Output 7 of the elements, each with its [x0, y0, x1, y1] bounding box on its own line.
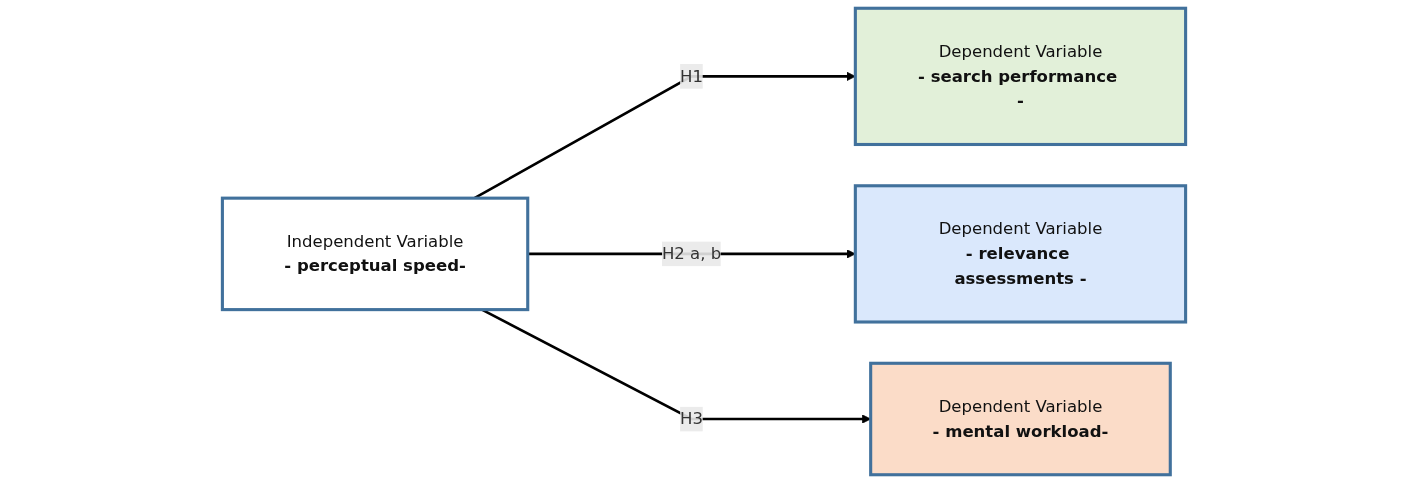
edge-label: H2 a, b — [661, 243, 722, 264]
edge-label: H1 — [680, 66, 704, 86]
node-box: Dependent Variable - search performance - — [853, 6, 1188, 147]
node-box: Dependent Variable - mental workload- — [869, 361, 1172, 477]
node-box: Dependent Variable - relevance assessments - — [853, 184, 1188, 324]
edge-label: H3 — [680, 408, 704, 429]
node-box: Independent Variable - perceptual speed- — [220, 196, 530, 312]
